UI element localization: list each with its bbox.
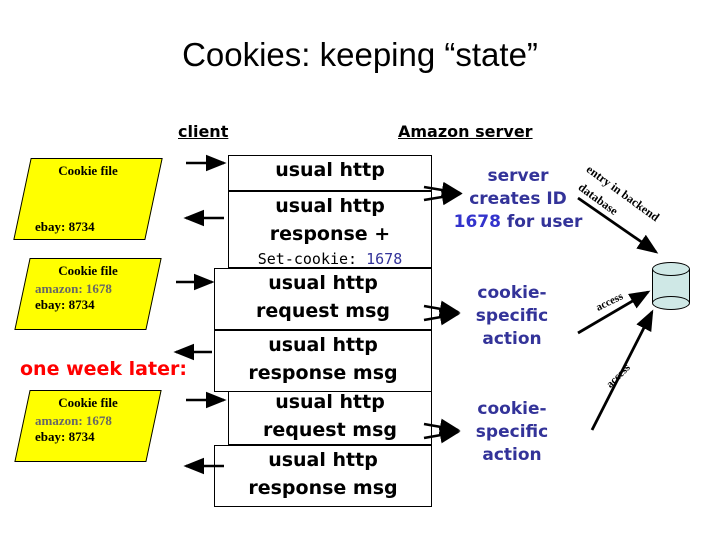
message-line: request msg	[263, 419, 397, 441]
message-line: response +	[269, 223, 391, 245]
cookie-entry-amazon-3: amazon: 1678	[35, 413, 112, 428]
message-line: usual http	[275, 391, 385, 413]
action-line-2: specific	[475, 306, 549, 326]
cookie-file-title-3: Cookie file	[58, 395, 118, 410]
cookie-entry-ebay-3: ebay: 8734	[35, 429, 95, 444]
message-line: usual http	[275, 195, 385, 217]
message-box-1: usual http	[228, 155, 432, 191]
message-box-2: usual http response + Set-cookie: 1678	[228, 191, 432, 268]
message-box-5: usual http request msg	[228, 387, 432, 445]
server-note-line-3: 1678 for user	[438, 211, 598, 234]
message-line: usual http	[268, 334, 378, 356]
server-creates-id-note: server creates ID 1678 for user	[438, 165, 598, 234]
cookie-file-shape-2: Cookie file amazon: 1678 ebay: 8734	[14, 258, 162, 330]
cylinder-bottom-ellipse	[652, 296, 690, 310]
access-label-2: access	[604, 361, 633, 391]
database-cylinder-icon	[652, 262, 690, 310]
message-box-6: usual http response msg	[214, 445, 432, 507]
cookie-entry-ebay-2: ebay: 8734	[35, 297, 95, 312]
action-line-3: action	[482, 445, 542, 465]
action-line-2: specific	[475, 422, 549, 442]
server-id-value: 1678	[453, 212, 501, 232]
message-line: usual http	[275, 159, 385, 181]
server-column-header: Amazon server	[398, 122, 533, 141]
server-note-line-1: server	[487, 166, 549, 186]
cookie-specific-action-note-2: cookie- specific action	[450, 398, 574, 467]
set-cookie-prefix: Set-cookie:	[257, 250, 367, 268]
cylinder-top-ellipse	[652, 262, 690, 276]
server-note-line-2: creates ID	[469, 189, 567, 209]
cookie-file-title-2: Cookie file	[58, 263, 118, 278]
cookie-specific-action-note-1: cookie- specific action	[450, 282, 574, 351]
cookie-entry-ebay-1: ebay: 8734	[35, 219, 95, 234]
client-column-header: client	[178, 122, 229, 141]
message-line: usual http	[268, 272, 378, 294]
access-label-1: access	[594, 290, 626, 314]
cookie-file-title-1: Cookie file	[58, 163, 118, 178]
page-title: Cookies: keeping “state”	[182, 36, 538, 73]
set-cookie-line: Set-cookie: 1678	[229, 248, 431, 268]
cookie-file-shape-3: Cookie file amazon: 1678 ebay: 8734	[14, 390, 162, 462]
message-box-4: usual http response msg	[214, 330, 432, 392]
message-line: response msg	[248, 477, 398, 499]
message-line: request msg	[256, 300, 390, 322]
server-id-suffix: for user	[500, 212, 583, 232]
action-line-1: cookie-	[477, 283, 547, 303]
message-line: usual http	[268, 449, 378, 471]
cookie-entry-amazon-2: amazon: 1678	[35, 281, 112, 296]
message-box-3: usual http request msg	[214, 268, 432, 330]
one-week-later-note: one week later:	[20, 358, 187, 380]
cookie-file-shape-1: Cookie file ebay: 8734	[13, 158, 163, 240]
set-cookie-value: 1678	[366, 250, 403, 268]
action-line-1: cookie-	[477, 399, 547, 419]
action-line-3: action	[482, 329, 542, 349]
message-line: response msg	[248, 362, 398, 384]
